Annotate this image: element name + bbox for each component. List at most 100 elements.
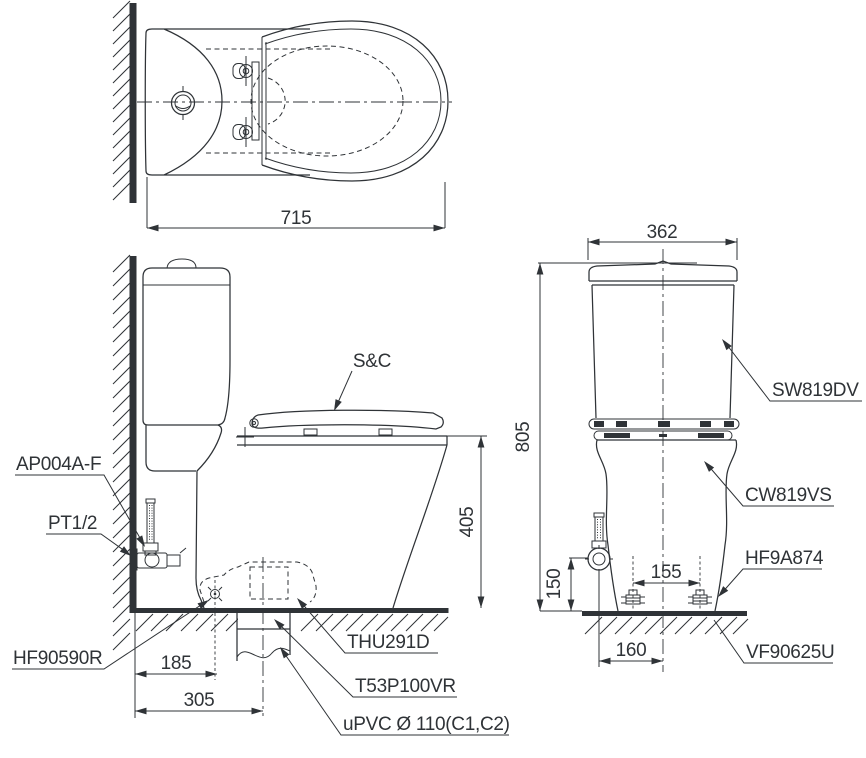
label-bowl: CW819VS	[745, 485, 832, 506]
arrowhead	[588, 238, 600, 246]
seat-ring-pads	[604, 433, 724, 438]
label-floor-flange: HF90590R	[13, 648, 102, 669]
side-view: 405 185 305 S&C AP004A-F	[12, 254, 510, 736]
dim-rim-height-405: 405	[447, 435, 487, 608]
arrowhead	[135, 707, 147, 715]
seat-lid-side	[251, 409, 444, 430]
arrowhead	[477, 436, 485, 448]
dim-805-label: 805	[513, 422, 534, 453]
arrowhead	[567, 558, 575, 570]
dim-tank-width-362: 362	[587, 222, 738, 260]
dim-total-height-805: 805	[513, 262, 697, 612]
wall-hatch	[112, 254, 131, 651]
hinge-area-hidden-arc	[267, 77, 286, 125]
valve-body-inner	[592, 552, 606, 566]
arrowhead	[477, 596, 485, 608]
lid-button-inner	[174, 94, 192, 112]
bolt-petals	[207, 586, 223, 602]
callout-water-inlet: PT1/2	[46, 513, 134, 559]
dim-405-lines	[447, 435, 487, 608]
label-floor-joint: VF90625U	[746, 642, 834, 663]
label-water-inlet: PT1/2	[48, 513, 97, 534]
valve-body-outer	[587, 547, 611, 571]
leader-line	[46, 533, 130, 555]
arrowhead	[599, 657, 611, 665]
bowl-rim-lines	[237, 435, 448, 446]
floor-hatch	[135, 613, 449, 632]
dim-715-lines	[146, 177, 446, 229]
dim-155-label: 155	[651, 562, 682, 583]
callout-floor-joint: VF90625U	[713, 619, 835, 664]
callout-floor-flange: HF90590R	[12, 597, 211, 670]
arrowhead	[725, 238, 737, 246]
label-seat-cover: S&C	[353, 351, 391, 372]
bolt-head	[210, 589, 220, 599]
supply-valve-front	[585, 512, 613, 667]
dim-160-label: 160	[616, 640, 647, 661]
arrowhead	[651, 657, 663, 665]
seat-cover-plan-inner	[264, 28, 442, 174]
leader-line	[281, 649, 509, 736]
lid-button-detail	[175, 86, 191, 120]
dim-150-label: 150	[544, 569, 565, 600]
bolt-head-center	[213, 592, 217, 596]
leader-line	[705, 462, 834, 507]
trap-hidden-outline	[199, 561, 317, 603]
supply-valve-side	[130, 498, 187, 571]
tank-plan-outline	[144, 28, 310, 176]
wall-section	[129, 3, 137, 203]
leader-line	[713, 619, 833, 664]
seat-hinge-pin-center	[252, 421, 256, 425]
valve-rod-cap	[593, 512, 605, 518]
dim-305-label: 305	[184, 690, 215, 711]
seat-opening-hidden	[250, 45, 404, 157]
leader-line	[298, 599, 438, 654]
valve-nut	[142, 542, 159, 552]
hinge-center-cross	[236, 427, 254, 447]
dim-depth-715: 715	[146, 177, 446, 232]
seat-foot-1	[303, 428, 318, 436]
callout-bowl: CW819VS	[701, 458, 834, 507]
valve-rod-texture	[149, 505, 153, 541]
dim-362-label: 362	[647, 222, 678, 243]
floor-section	[129, 608, 449, 613]
leader-line	[15, 474, 145, 546]
floor-hatch	[584, 616, 749, 635]
seat-hinge-pin	[249, 418, 259, 428]
leader-line	[719, 568, 822, 596]
tank-hidden-edges	[206, 48, 333, 154]
seat-cover-plan-outer	[261, 20, 449, 182]
arrowhead	[688, 579, 700, 587]
bowl-pedestal-outline	[145, 424, 223, 609]
leader-line	[275, 620, 457, 698]
leader-line	[12, 600, 208, 670]
callout-drain-socket: T53P100VR	[271, 616, 457, 698]
callout-trap: THU291D	[294, 595, 438, 654]
hinge-bar	[251, 61, 260, 141]
valve-body-round	[144, 552, 160, 568]
dim-valve-height-150: 150	[544, 557, 588, 611]
tank-side-outline	[142, 267, 231, 426]
valve-outlet	[166, 554, 181, 567]
valve-rod-cap	[145, 498, 156, 504]
callout-seat-cover: S&C	[330, 351, 391, 413]
arrowhead	[567, 599, 575, 611]
leader-line	[723, 340, 862, 402]
hinge-lug-bottom	[232, 124, 246, 140]
label-trap: THU291D	[347, 632, 429, 653]
dim-805-lines	[538, 262, 697, 612]
bowl-front-slant	[392, 444, 448, 609]
pipe-walls	[236, 608, 291, 661]
dim-outlet-offset-305: 305	[135, 690, 263, 715]
callout-fixing-bolt: HF9A874	[715, 548, 824, 600]
plan-view: 715	[112, 0, 452, 232]
front-view: 362 805 150 155 160	[513, 222, 862, 672]
label-fixing-bolt: HF9A874	[745, 548, 824, 569]
label-drain-socket: T53P100VR	[355, 676, 456, 697]
arrowhead	[251, 707, 263, 715]
dim-405-label: 405	[457, 507, 478, 538]
arrowhead	[536, 599, 544, 611]
arrowhead	[433, 224, 445, 232]
tank-button-side	[166, 258, 197, 269]
